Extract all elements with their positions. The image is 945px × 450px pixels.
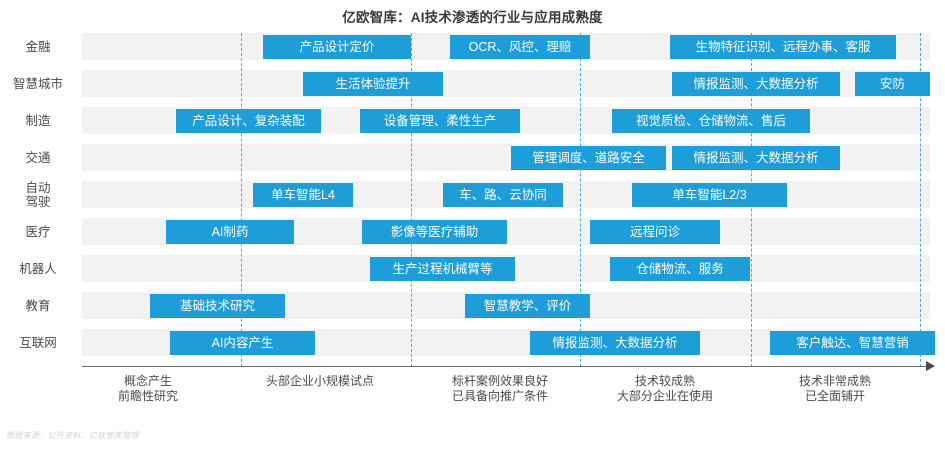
chart-bar[interactable]: 产品设计定价: [263, 34, 411, 59]
row-label-交通: 交通: [0, 151, 76, 165]
chart-bar[interactable]: AI制药: [166, 219, 294, 244]
row-label-line: 驾驶: [25, 194, 51, 209]
page-title: 亿欧智库：AI技术渗透的行业与应用成熟度: [342, 10, 603, 25]
row-label-互联网: 互联网: [0, 336, 76, 350]
grid-line: [411, 33, 412, 367]
chart-bar[interactable]: 生产过程机械臂等: [370, 256, 515, 281]
row-label-line: 自动: [25, 180, 51, 195]
row-label-机器人: 机器人: [0, 262, 76, 276]
chart-bar[interactable]: 仓储物流、服务: [610, 256, 750, 281]
chart-bar[interactable]: 车、路、云协同: [443, 182, 563, 207]
chart-bar[interactable]: 基础技术研究: [150, 293, 285, 318]
row-label-line: 互联网: [19, 335, 57, 350]
row-label-教育: 教育: [0, 299, 76, 313]
row-label-金融: 金融: [0, 40, 76, 54]
chart-bar[interactable]: 视觉质检、仓储物流、售后: [612, 108, 810, 133]
x-axis-label-stage-3: 标杆案例效果良好已具备向推广条件: [420, 374, 580, 404]
x-axis-label-line: 前瞻性研究: [117, 389, 178, 403]
chart-bar[interactable]: 设备管理、柔性生产: [360, 108, 520, 133]
chart-bar[interactable]: 情报监测、大数据分析: [530, 330, 700, 355]
chart-bar[interactable]: AI内容产生: [170, 330, 315, 355]
x-axis-label-line: 大部分企业在使用: [616, 389, 713, 403]
grid-line: [920, 33, 921, 367]
x-axis-label-line: 标杆案例效果良好: [451, 374, 548, 388]
chart-bar[interactable]: 影像等医疗辅助: [362, 219, 507, 244]
grid-line: [580, 33, 581, 367]
chart-bar[interactable]: 单车智能L2/3: [632, 182, 787, 207]
x-axis-label-stage-2: 头部企业小规模试点: [240, 374, 400, 389]
chart-bar[interactable]: 智慧教学、评价: [465, 293, 590, 318]
x-axis-label-stage-1: 概念产生前瞻性研究: [68, 374, 228, 404]
row-label-line: 制造: [25, 113, 51, 128]
x-axis-label-stage-4: 技术较成熟大部分企业在使用: [585, 374, 745, 404]
chart-bar[interactable]: 情报监测、大数据分析: [672, 71, 840, 96]
row-label-line: 机器人: [19, 261, 57, 276]
row-label-智慧城市: 智慧城市: [0, 77, 76, 91]
row-label-制造: 制造: [0, 114, 76, 128]
chart-bar[interactable]: 安防: [855, 71, 930, 96]
chart-bar[interactable]: 生活体验提升: [303, 71, 443, 96]
row-label-line: 医疗: [25, 224, 51, 239]
chart-bar[interactable]: 客户触达、智慧营销: [770, 330, 935, 355]
x-axis-line: [82, 366, 927, 367]
row-label-line: 交通: [25, 150, 51, 165]
x-axis-label-stage-5: 技术非常成熟已全面铺开: [755, 374, 915, 404]
x-axis-label-line: 概念产生: [123, 374, 172, 388]
chart-bar[interactable]: 远程问诊: [590, 219, 720, 244]
x-axis-label-line: 已全面铺开: [804, 389, 865, 403]
chart-bar[interactable]: 生物特征识别、远程办事、客服: [670, 34, 896, 59]
chart-bar[interactable]: 管理调度、道路安全: [511, 145, 666, 170]
row-label-医疗: 医疗: [0, 225, 76, 239]
row-label-line: 智慧城市: [12, 76, 63, 91]
row-label-line: 教育: [25, 298, 51, 313]
chart-bar[interactable]: 产品设计、复杂装配: [176, 108, 321, 133]
source-note: 数据来源：公开资料、亿欧智库整理: [6, 431, 139, 440]
row-label-自动驾驶: 自动驾驶: [0, 181, 76, 209]
x-axis-label-line: 技术较成熟: [634, 374, 695, 388]
x-axis-label-line: 技术非常成熟: [798, 374, 871, 388]
row-label-line: 金融: [25, 39, 51, 54]
x-axis-label-line: 头部企业小规模试点: [265, 374, 374, 388]
x-axis-arrow-icon: [926, 361, 935, 371]
grid-line: [241, 33, 242, 367]
chart-bar[interactable]: OCR、风控、理赔: [450, 34, 590, 59]
x-axis-label-line: 已具备向推广条件: [451, 389, 548, 403]
chart-bar[interactable]: 单车智能L4: [253, 182, 353, 207]
chart-bar[interactable]: 情报监测、大数据分析: [672, 145, 840, 170]
